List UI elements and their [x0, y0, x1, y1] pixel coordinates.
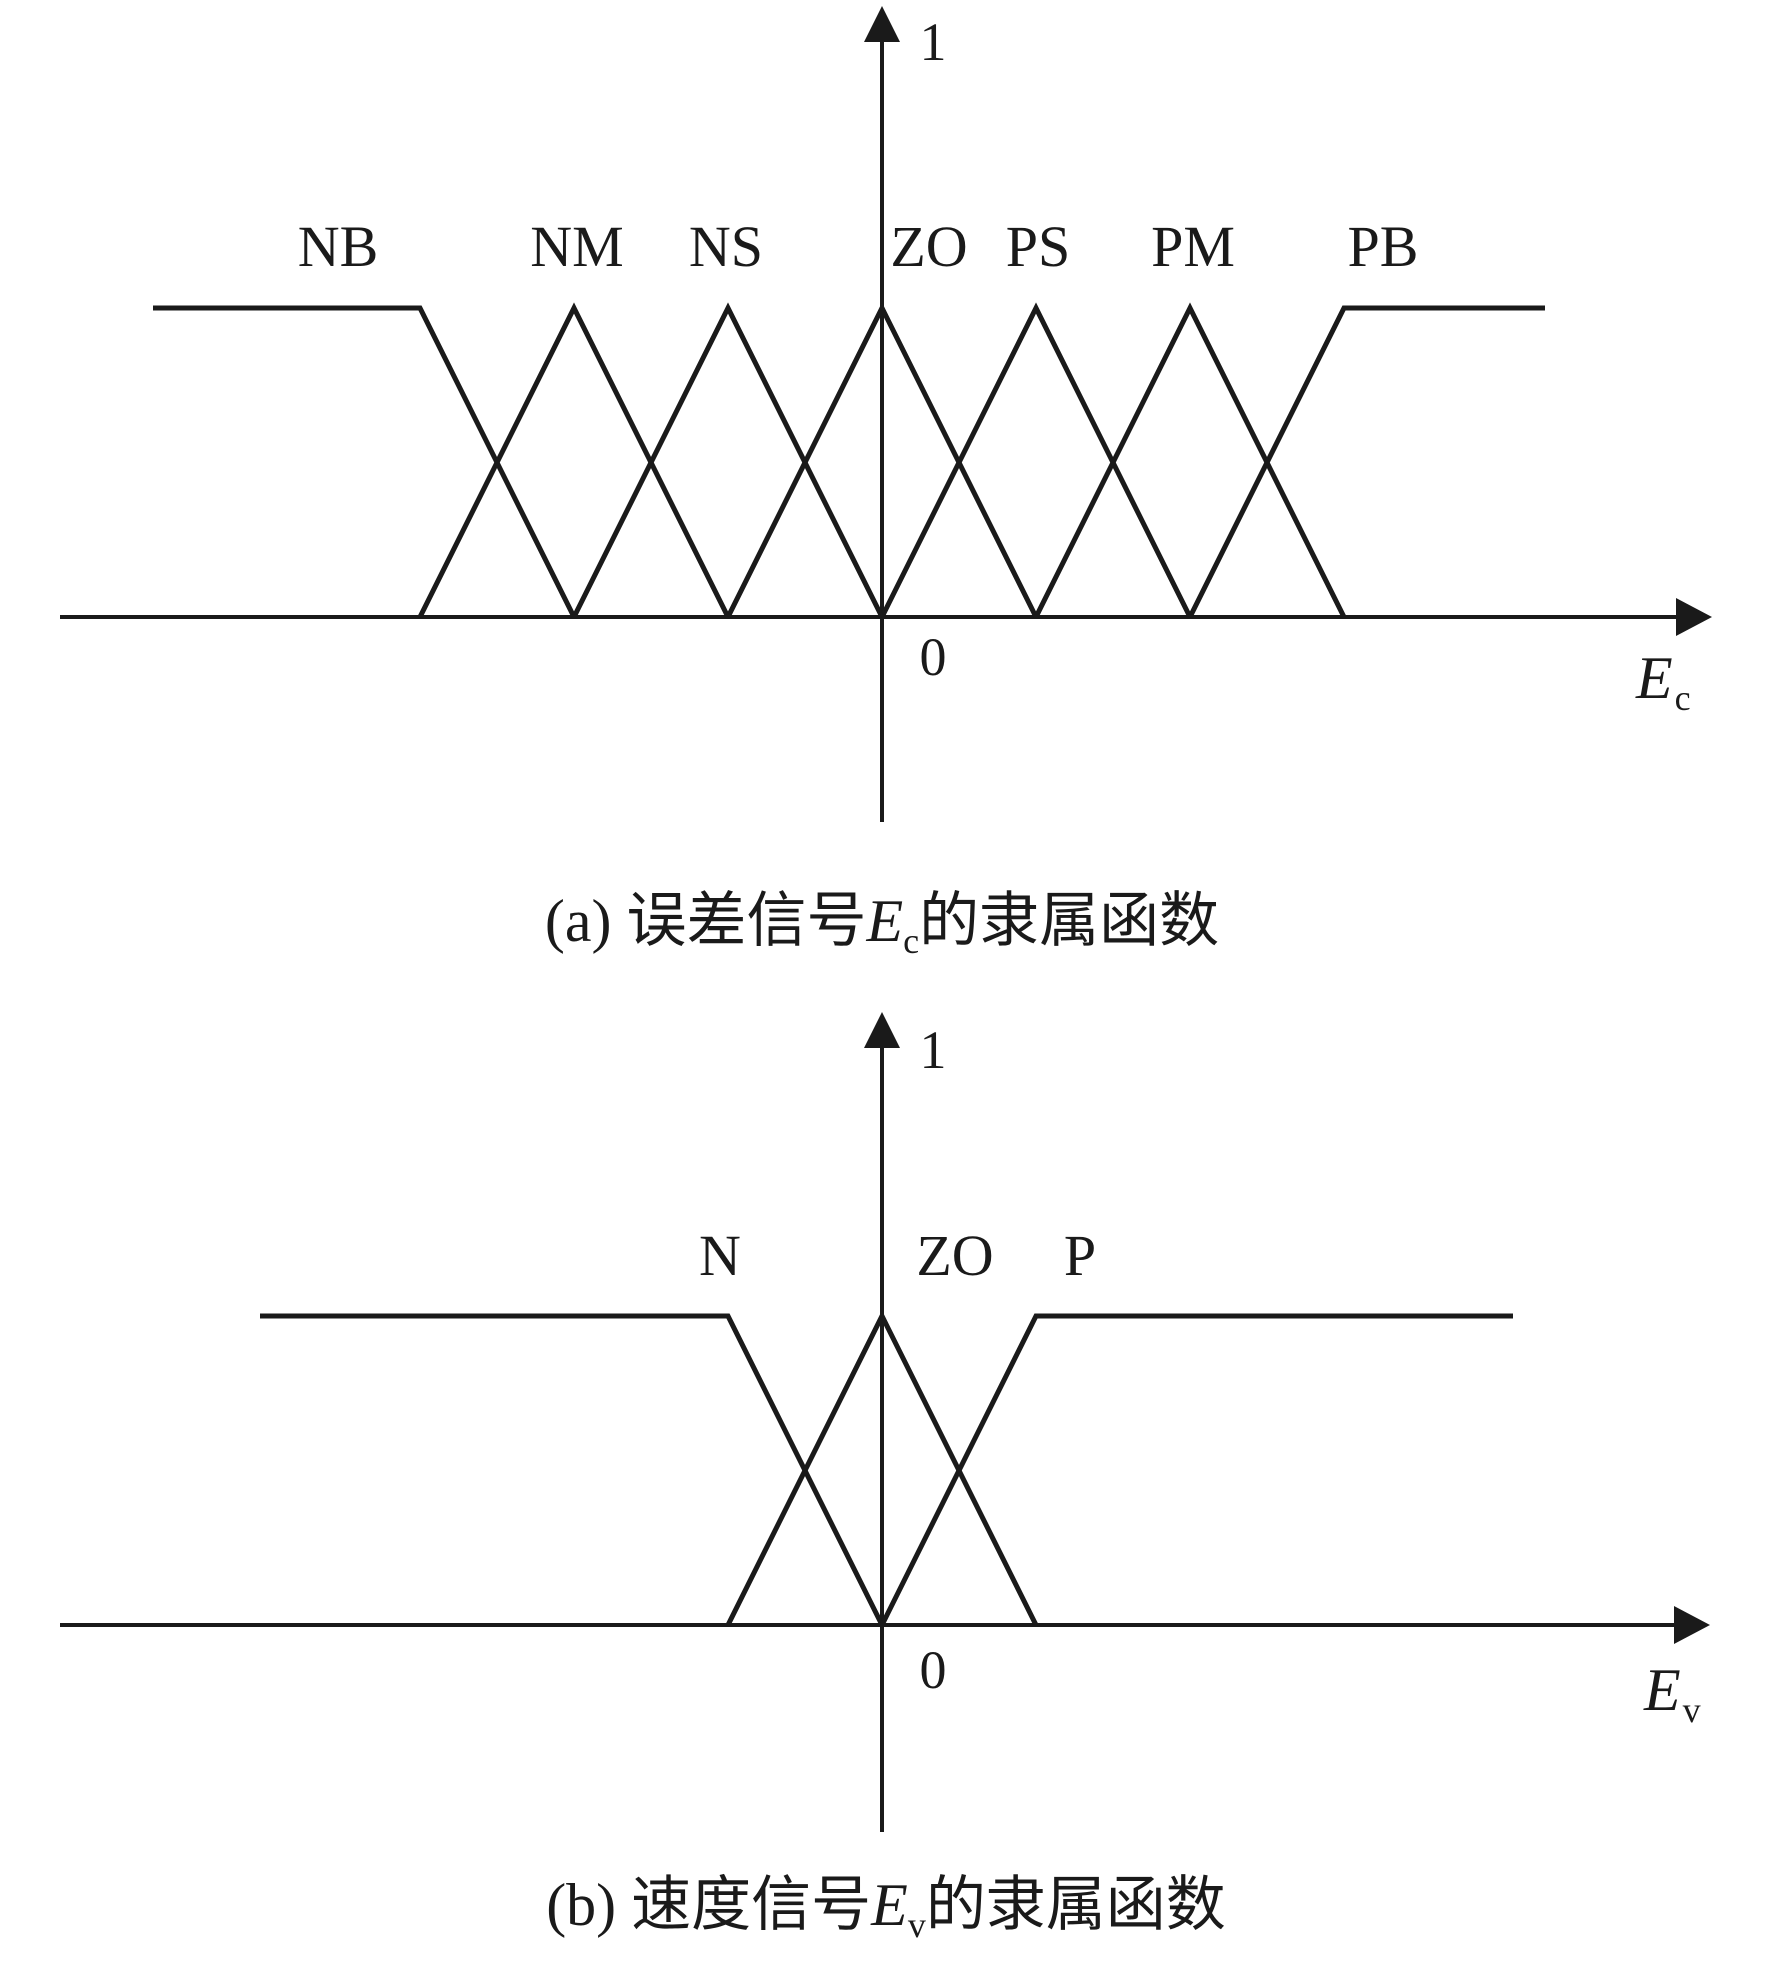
set-label-zo: ZO: [916, 1223, 993, 1288]
set-n-curve: [260, 1313, 885, 1627]
panel-a-y-tick-1: 1: [920, 12, 947, 72]
panel-b-membership-sets: [260, 1310, 1513, 1627]
panel-b-y-tick-1: 1: [920, 1020, 947, 1080]
set-label-n: N: [699, 1223, 741, 1288]
panel-a-axis-name: Ec: [1635, 645, 1691, 718]
set-label-nm: NM: [530, 214, 623, 279]
set-ns-curve: [571, 302, 885, 619]
panel-a-origin-label: 0: [920, 627, 947, 687]
set-ps-curve: [879, 302, 1193, 619]
set-label-ps: PS: [1006, 214, 1071, 279]
set-p-curve: [879, 1313, 1513, 1627]
set-zo-curve: [725, 302, 1039, 619]
panel-a-y-arrow-icon: [864, 6, 900, 42]
panel-b-x-arrow-icon: [1674, 1606, 1710, 1644]
panel-a-caption: (a) 误差信号Ec的隶属函数: [545, 888, 1219, 961]
set-nm-curve: [417, 302, 731, 619]
set-label-p: P: [1064, 1223, 1096, 1288]
set-pb-curve: [1187, 305, 1545, 619]
set-nb-curve: [153, 305, 577, 619]
panel-b-caption: (b) 速度信号Ev的隶属函数: [546, 1872, 1226, 1945]
panel-b-axis-name: Ev: [1643, 1657, 1701, 1730]
panel-a-x-arrow-icon: [1676, 598, 1712, 636]
set-label-pb: PB: [1348, 214, 1419, 279]
panel-a-membership-sets: [153, 302, 1545, 619]
set-zo-curve: [725, 1310, 1039, 1627]
panel-b-origin-label: 0: [920, 1640, 947, 1700]
set-pm-curve: [1033, 302, 1347, 619]
panel-b-y-arrow-icon: [864, 1012, 900, 1048]
set-label-nb: NB: [298, 214, 379, 279]
panel-a: NB NM NS ZO PS PM PB 1 0 Ec (a) 误差信号Ec的隶…: [60, 6, 1712, 961]
panel-b: N ZO P 1 0 Ev (b) 速度信号Ev的隶属函数: [60, 1012, 1710, 1945]
set-label-zo: ZO: [890, 214, 967, 279]
set-label-ns: NS: [689, 214, 763, 279]
set-label-pm: PM: [1151, 214, 1235, 279]
